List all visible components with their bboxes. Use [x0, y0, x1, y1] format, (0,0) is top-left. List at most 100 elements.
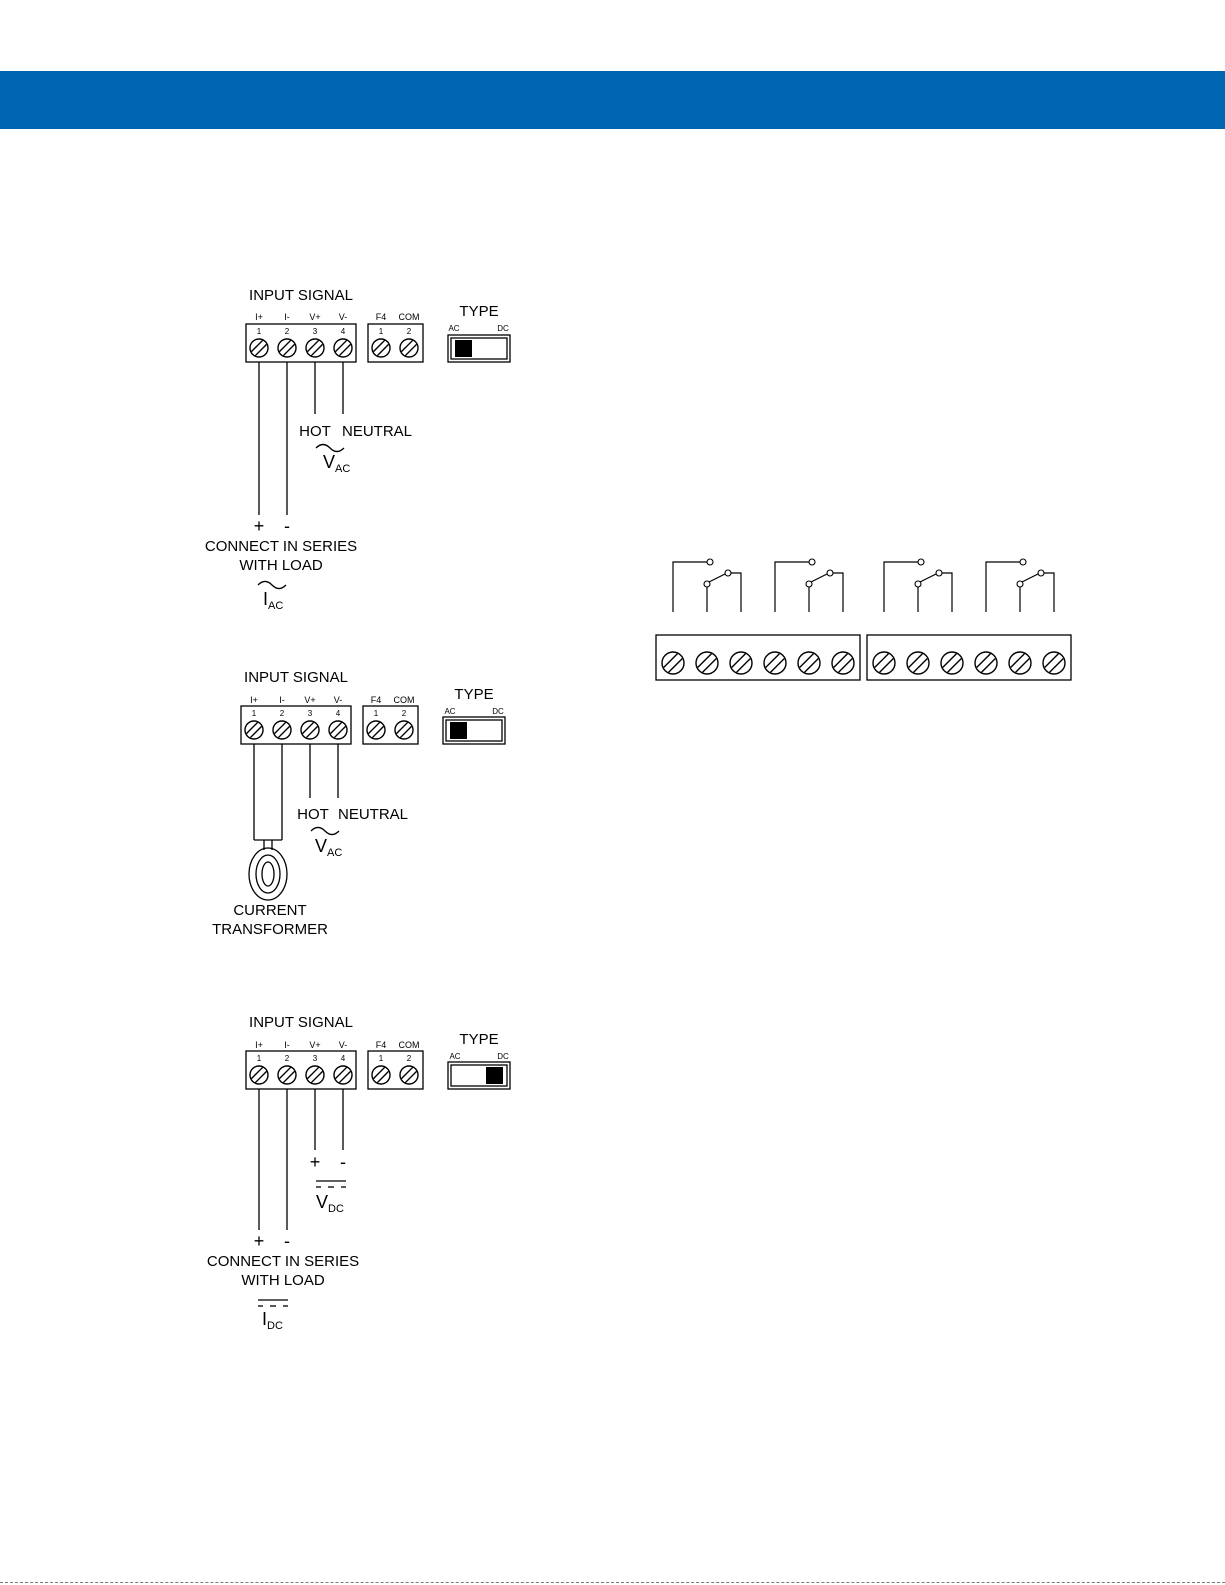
terminal-number: 2: [402, 709, 407, 718]
vac-symbol: VAC: [315, 836, 342, 859]
vac-symbol: VAC: [323, 452, 350, 475]
switch-knob: [455, 340, 472, 357]
screw-icon: [329, 721, 347, 739]
terminal-label: I+: [255, 1040, 263, 1050]
switch-knob: [486, 1067, 503, 1084]
screw-icon: [907, 652, 929, 674]
neutral-label: NEUTRAL: [342, 423, 412, 440]
input-terminal-panel: INPUT SIGNAL I+ I- V+ V- 1 2 3 4 F4 COM …: [246, 1014, 510, 1089]
aux-terminal-label: F4: [371, 695, 382, 705]
terminal-label: I+: [255, 312, 263, 322]
screw-icon: [301, 721, 319, 739]
screw-icon: [306, 339, 324, 357]
terminal-label: I-: [279, 695, 285, 705]
relay-contacts: [673, 559, 1054, 612]
terminal-number: 1: [257, 1054, 262, 1063]
terminal-number: 2: [285, 1054, 290, 1063]
terminal-number: 1: [379, 1054, 384, 1063]
screw-icon: [334, 339, 352, 357]
ct-label: CURRENT: [233, 902, 306, 919]
screw-icon: [1043, 652, 1065, 674]
minus-sign: -: [340, 1152, 346, 1172]
series-instruction: WITH LOAD: [239, 557, 323, 574]
relay-contact-icon: [986, 559, 1054, 612]
current-transformer-wiring-diagram: INPUT SIGNAL I+ I- V+ V- 1 2 3 4 F4 COM …: [212, 669, 505, 938]
screw-icon: [334, 1066, 352, 1084]
neutral-label: NEUTRAL: [338, 806, 408, 823]
terminal-label: I-: [284, 312, 290, 322]
ac-symbol: [311, 828, 339, 835]
terminal-number: 2: [280, 709, 285, 718]
screw-icon: [764, 652, 786, 674]
plus-sign: +: [254, 1231, 265, 1251]
relay-contact-icon: [884, 559, 952, 612]
plus-sign: +: [254, 516, 265, 536]
hot-label: HOT: [297, 806, 329, 823]
type-switch-title: TYPE: [459, 303, 498, 320]
terminal-number: 2: [407, 327, 412, 336]
terminal-number: 4: [336, 709, 341, 718]
screw-icon: [273, 721, 291, 739]
switch-dc-label: DC: [492, 707, 504, 716]
screw-icon: [250, 339, 268, 357]
iac-symbol: IAC: [263, 589, 283, 612]
plus-sign: +: [310, 1152, 321, 1172]
type-switch-title: TYPE: [459, 1031, 498, 1048]
screw-icon: [941, 652, 963, 674]
idc-symbol: IDC: [262, 1309, 283, 1332]
terminal-label: I+: [250, 695, 258, 705]
type-switch: [448, 1062, 510, 1089]
screw-icon: [400, 1066, 418, 1084]
type-switch: [448, 335, 510, 362]
terminal-number: 2: [285, 327, 290, 336]
terminal-number: 1: [374, 709, 379, 718]
input-signal-title: INPUT SIGNAL: [249, 1014, 353, 1031]
current-transformer-icon: [249, 848, 287, 900]
switch-ac-label: AC: [444, 707, 455, 716]
vdc-symbol: VDC: [316, 1192, 344, 1215]
terminal-label: V+: [309, 1040, 320, 1050]
series-instruction: CONNECT IN SERIES: [205, 538, 357, 555]
terminal-label: I-: [284, 1040, 290, 1050]
type-switch: [443, 717, 505, 744]
screw-icon: [372, 339, 390, 357]
relay-terminal-block-left: [656, 635, 860, 680]
aux-terminal-label: COM: [399, 1040, 420, 1050]
terminal-label: V+: [304, 695, 315, 705]
screw-icon: [250, 1066, 268, 1084]
terminal-number: 3: [313, 327, 318, 336]
screw-icon: [798, 652, 820, 674]
dc-symbol: [258, 1300, 288, 1306]
screw-icon: [306, 1066, 324, 1084]
dc-symbol: [316, 1181, 346, 1187]
screw-icon: [400, 339, 418, 357]
terminal-number: 1: [379, 327, 384, 336]
series-instruction: WITH LOAD: [241, 1272, 325, 1289]
terminal-number: 1: [252, 709, 257, 718]
screw-icon: [1009, 652, 1031, 674]
switch-knob: [450, 722, 467, 739]
terminal-number: 2: [407, 1054, 412, 1063]
screw-icon: [245, 721, 263, 739]
type-switch-title: TYPE: [454, 686, 493, 703]
ac-series-wiring-diagram: INPUT SIGNAL I+ I- V+ V- 1 2 3 4 F4 COM …: [205, 287, 510, 612]
screw-icon: [278, 339, 296, 357]
terminal-number: 3: [308, 709, 313, 718]
relay-terminal-block-right: [867, 635, 1071, 680]
screw-icon: [367, 721, 385, 739]
aux-terminal-label: F4: [376, 312, 387, 322]
terminal-label: V-: [339, 1040, 348, 1050]
ac-symbol: [316, 445, 344, 452]
terminal-number: 4: [341, 1054, 346, 1063]
minus-sign: -: [284, 516, 290, 536]
input-terminal-panel: INPUT SIGNAL I+ I- V+ V- 1 2 3 4 F4 COM …: [246, 287, 510, 362]
aux-terminal-label: F4: [376, 1040, 387, 1050]
screw-icon: [873, 652, 895, 674]
input-terminal-panel: INPUT SIGNAL I+ I- V+ V- 1 2 3 4 F4 COM …: [241, 669, 505, 744]
ct-label: TRANSFORMER: [212, 921, 328, 938]
switch-ac-label: AC: [449, 1052, 460, 1061]
terminal-label: V-: [339, 312, 348, 322]
screw-icon: [372, 1066, 390, 1084]
series-instruction: CONNECT IN SERIES: [207, 1253, 359, 1270]
